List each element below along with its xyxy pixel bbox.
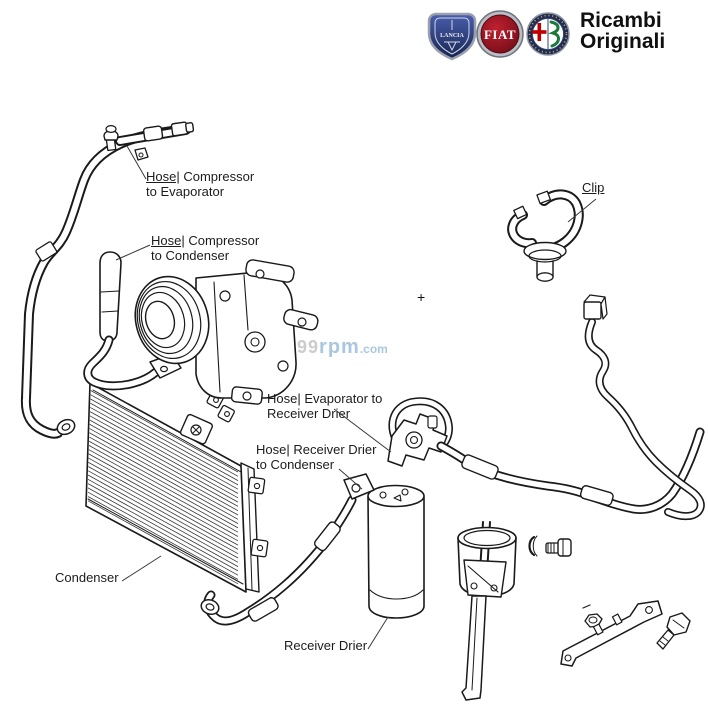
hose-evaporator-run <box>436 427 705 514</box>
hose-compressor-to-evaporator-part <box>20 121 195 439</box>
receiver-drier-part <box>367 484 425 619</box>
label-link-text[interactable]: Hose| <box>267 391 301 406</box>
watermark-mid: rpm <box>319 336 360 358</box>
watermark: 99rpm.com <box>297 336 388 359</box>
hose-right-run <box>583 294 705 521</box>
brand-line-2: Originali <box>580 30 666 53</box>
label-hose-receiver-drier-to-condenser[interactable]: Hose| Receiver Drier to Condenser <box>256 442 377 472</box>
watermark-tld: .com <box>359 342 388 356</box>
lancia-wordmark: LANCIA <box>440 33 464 39</box>
label-link-text[interactable]: Hose| <box>151 233 185 248</box>
bolt2-icon <box>656 612 691 650</box>
label-receiver-drier: Receiver Drier <box>284 638 368 653</box>
label-hose-compressor-to-evaporator[interactable]: Hose| Compressor to Evaporator <box>146 169 255 199</box>
mounting-hardware-part <box>528 535 691 667</box>
bolt-icon <box>545 538 572 557</box>
alfa-romeo-logo <box>526 12 570 56</box>
brand-text: Ricambi Originali <box>580 10 665 52</box>
brand-line-1: Ricambi <box>580 9 662 32</box>
label-condenser: Condenser <box>55 570 119 585</box>
brand-logos: LANCIA FIAT <box>427 10 570 61</box>
nut-icon <box>584 613 603 628</box>
evaporator-fitting-part <box>387 397 453 467</box>
label-link-text[interactable]: Clip <box>582 180 605 195</box>
plus-mark: + <box>417 289 426 305</box>
clip-part <box>507 189 584 282</box>
leader-lines <box>115 145 597 650</box>
compressor-part <box>134 259 319 405</box>
drier-holder-bracket-part <box>457 521 517 701</box>
hose-receiver-drier-to-condenser-part <box>200 473 375 626</box>
label-hose-evaporator-to-receiver-drier[interactable]: Hose| Evaporator to Receiver Drier <box>267 391 383 421</box>
label-link-text[interactable]: Hose| <box>256 442 290 457</box>
fiat-logo: FIAT <box>476 10 524 58</box>
bracket-bar-part <box>560 600 663 667</box>
label-hose-compressor-to-condenser[interactable]: Hose| Compressor to Condenser <box>151 233 260 263</box>
label-clip[interactable]: Clip <box>582 180 604 195</box>
label-link-text[interactable]: Hose| <box>146 169 180 184</box>
condenser-fins <box>87 388 239 585</box>
condenser-part <box>85 382 269 593</box>
fiat-wordmark: FIAT <box>484 27 516 42</box>
watermark-num: 99 <box>297 337 320 357</box>
hose-compressor-to-condenser-part <box>83 251 182 391</box>
lancia-logo: LANCIA <box>427 12 477 61</box>
